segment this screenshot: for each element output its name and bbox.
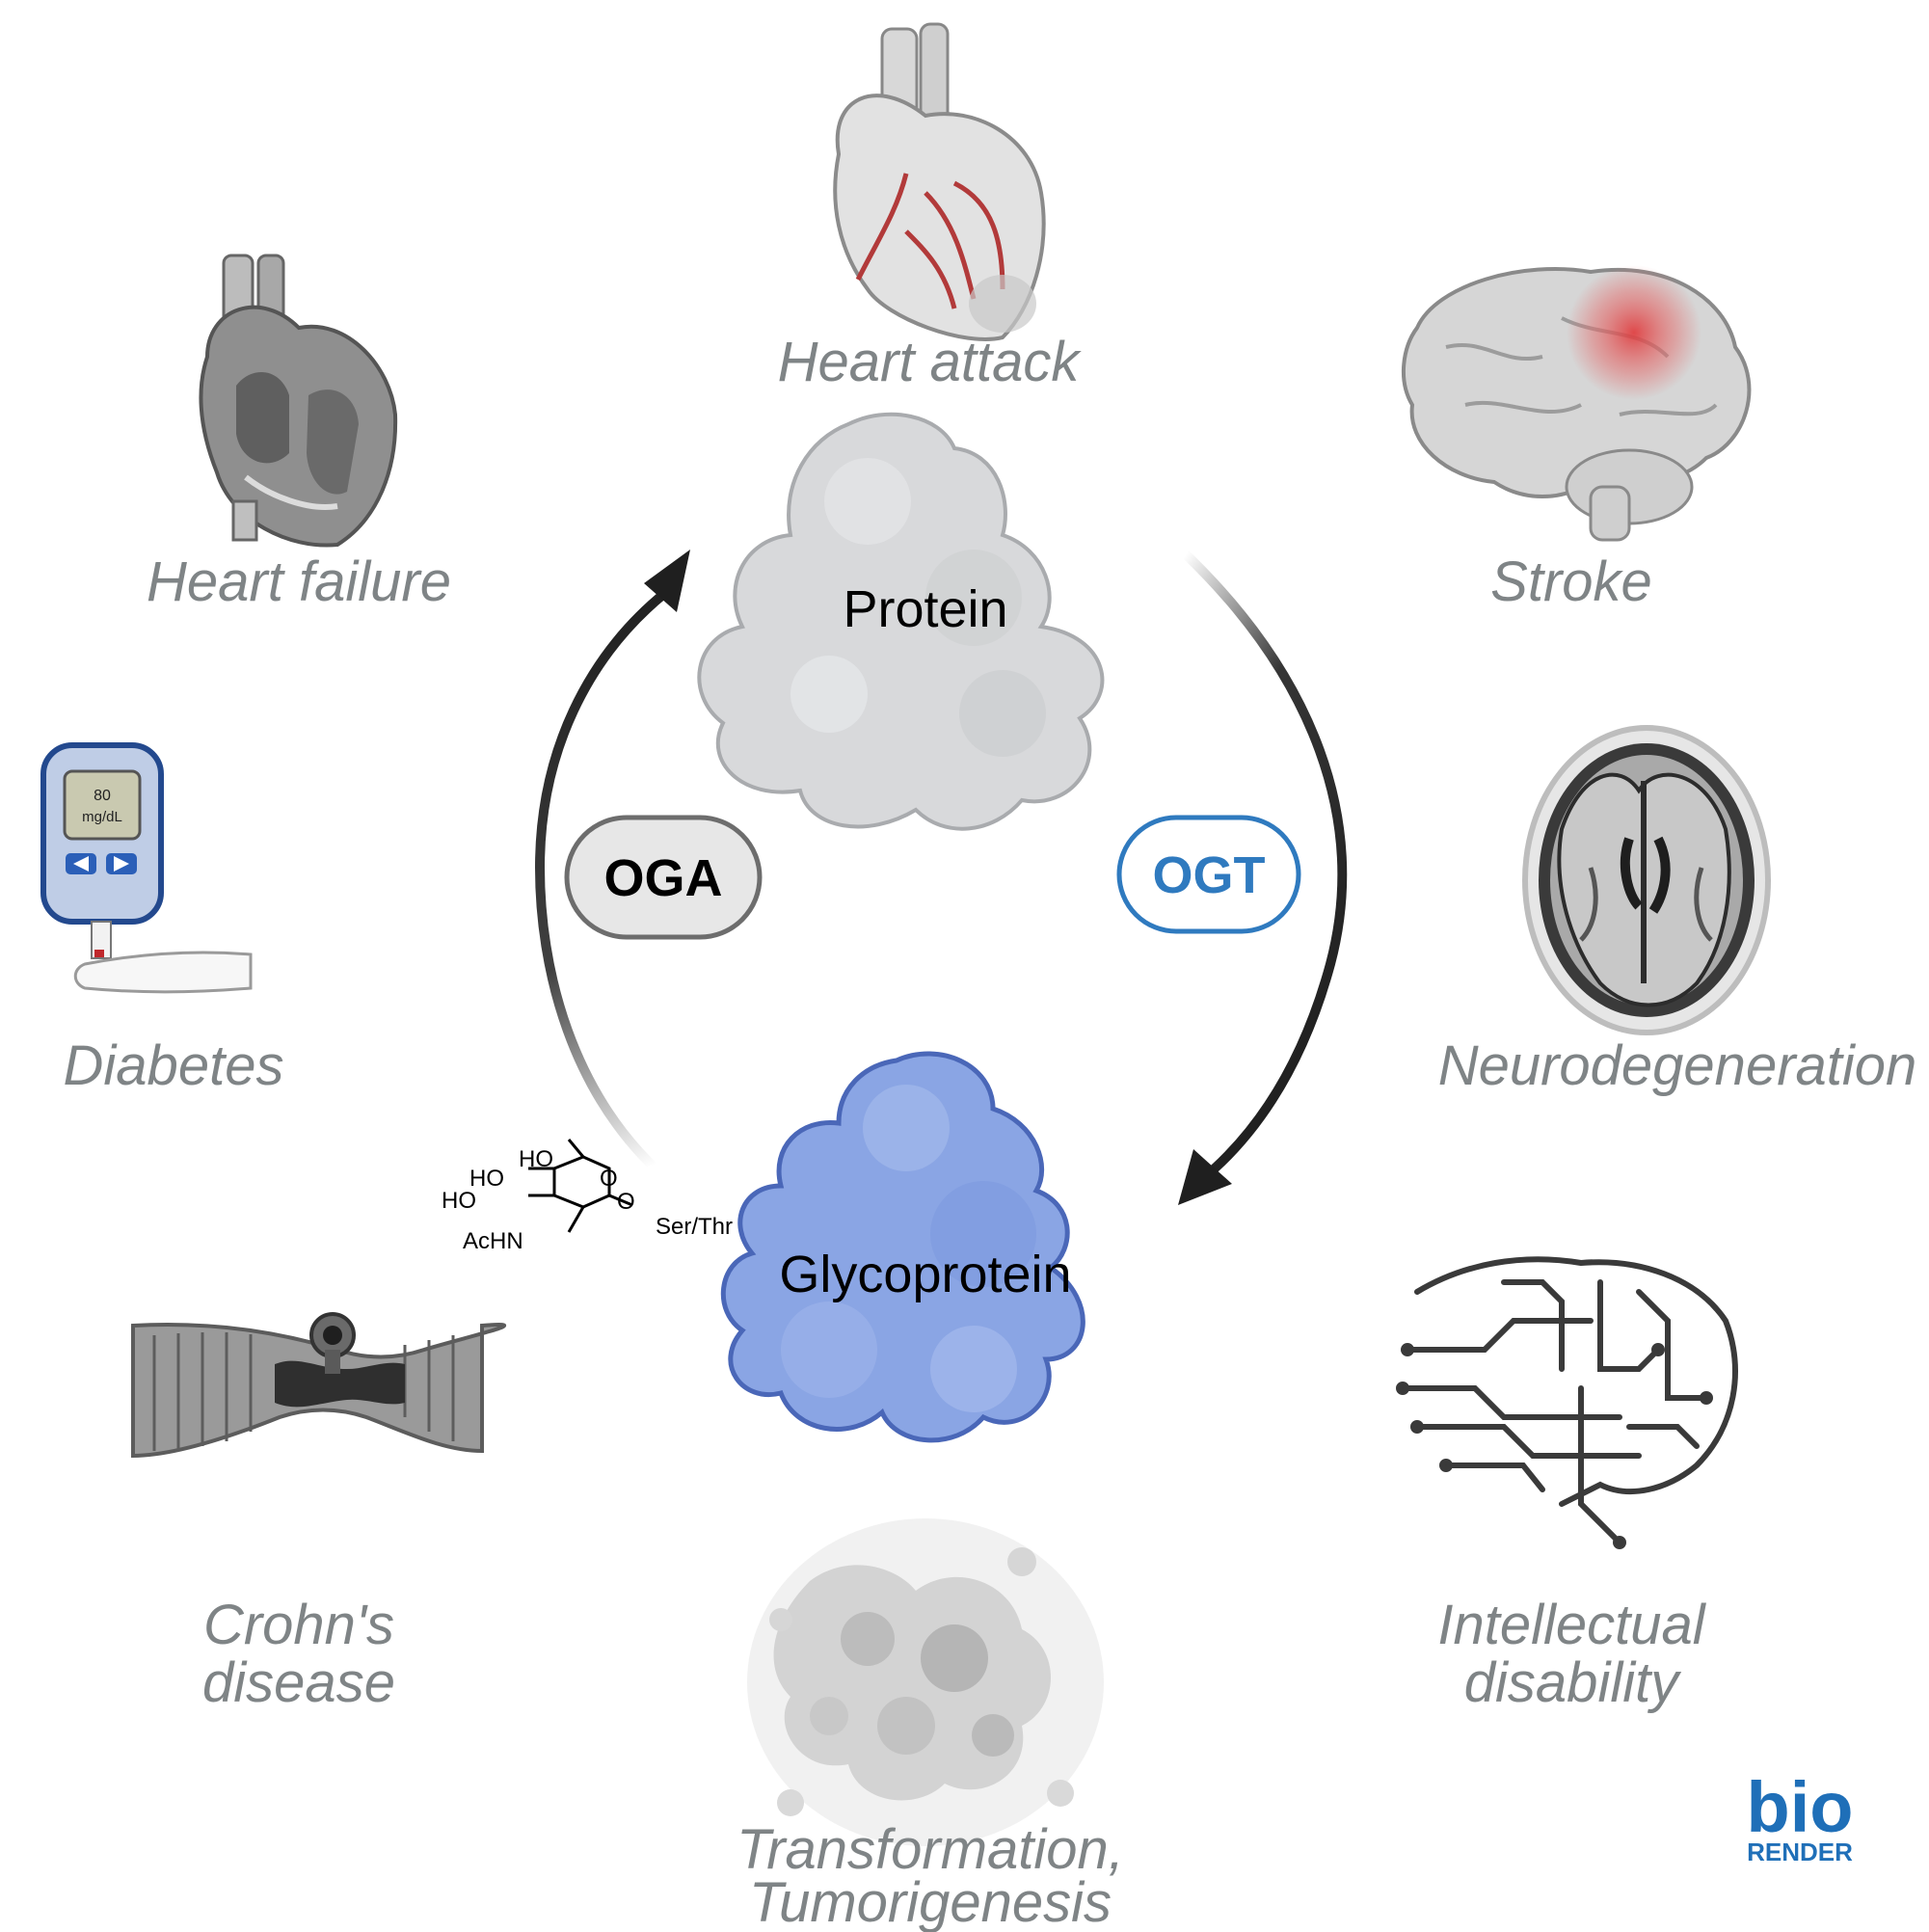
transformation-label-line2: Tumorigenesis xyxy=(749,1871,1112,1932)
ogt-label: OGT xyxy=(1153,846,1266,904)
chem-glycosidic-oxygen: O xyxy=(617,1189,635,1215)
heart-failure-illustration xyxy=(199,254,398,548)
biorender-logo-bio: bio xyxy=(1747,1767,1854,1847)
heart-attack-illustration xyxy=(833,22,1046,341)
chem-ho-low: HO xyxy=(442,1188,476,1214)
oga-pill: OGA xyxy=(564,815,763,940)
biorender-logo: bio RENDER xyxy=(1747,1767,1854,1866)
crohns-label-line1: Crohn's xyxy=(203,1594,394,1656)
glucometer-right-button-icon xyxy=(114,856,129,872)
ogt-arrow-arc xyxy=(1181,550,1348,1186)
stroke-illustration xyxy=(1401,265,1752,542)
transformation-label-line1: Transformation, xyxy=(737,1818,1124,1881)
ogt-pill: OGT xyxy=(1116,815,1301,934)
oga-arrow-arc xyxy=(534,588,680,1191)
glucometer-left-button-icon xyxy=(73,856,89,872)
brain-mri-illustration xyxy=(1522,725,1771,1035)
cycle-arrows xyxy=(534,550,1348,1205)
glycoprotein-label: Glycoprotein xyxy=(779,1246,1071,1303)
chem-ho-top: HO xyxy=(519,1146,553,1172)
glycoprotein-blob: Glycoprotein xyxy=(720,1051,1085,1443)
chem-ring-oxygen: O xyxy=(600,1166,618,1192)
glucometer-illustration: 80 mg/dL xyxy=(40,742,253,994)
chem-achn: AcHN xyxy=(463,1228,523,1254)
chem-serthr: Ser/Thr xyxy=(656,1214,733,1240)
neurodegeneration-label: Neurodegeneration xyxy=(1438,1034,1917,1097)
intellectual-label-line2: disability xyxy=(1464,1651,1681,1714)
crohns-label-line2: disease xyxy=(202,1651,395,1714)
protein-blob: Protein xyxy=(697,412,1105,831)
intellectual-label-line1: Intellectual xyxy=(1437,1594,1706,1656)
glcnac-structure: HO HO HO O O AcHN Ser/Thr xyxy=(442,1139,733,1254)
ogt-arrowhead xyxy=(1178,1149,1232,1205)
intestine-illustration xyxy=(131,1312,507,1459)
heart-attack-label: Heart attack xyxy=(778,331,1083,393)
oga-arrowhead xyxy=(644,550,690,612)
heart-failure-label: Heart failure xyxy=(147,550,451,613)
circuit-brain-illustration xyxy=(1396,1256,1738,1549)
glucometer-reading-value: 80 xyxy=(94,788,111,804)
protein-label: Protein xyxy=(843,580,1007,638)
chem-ho-mid: HO xyxy=(469,1166,504,1192)
diabetes-label: Diabetes xyxy=(64,1034,284,1097)
tumor-tissue-illustration xyxy=(747,1518,1104,1846)
biorender-logo-render: RENDER xyxy=(1747,1838,1853,1866)
stroke-label: Stroke xyxy=(1490,550,1652,613)
glucometer-reading-unit: mg/dL xyxy=(82,809,122,825)
oga-label: OGA xyxy=(603,849,722,907)
